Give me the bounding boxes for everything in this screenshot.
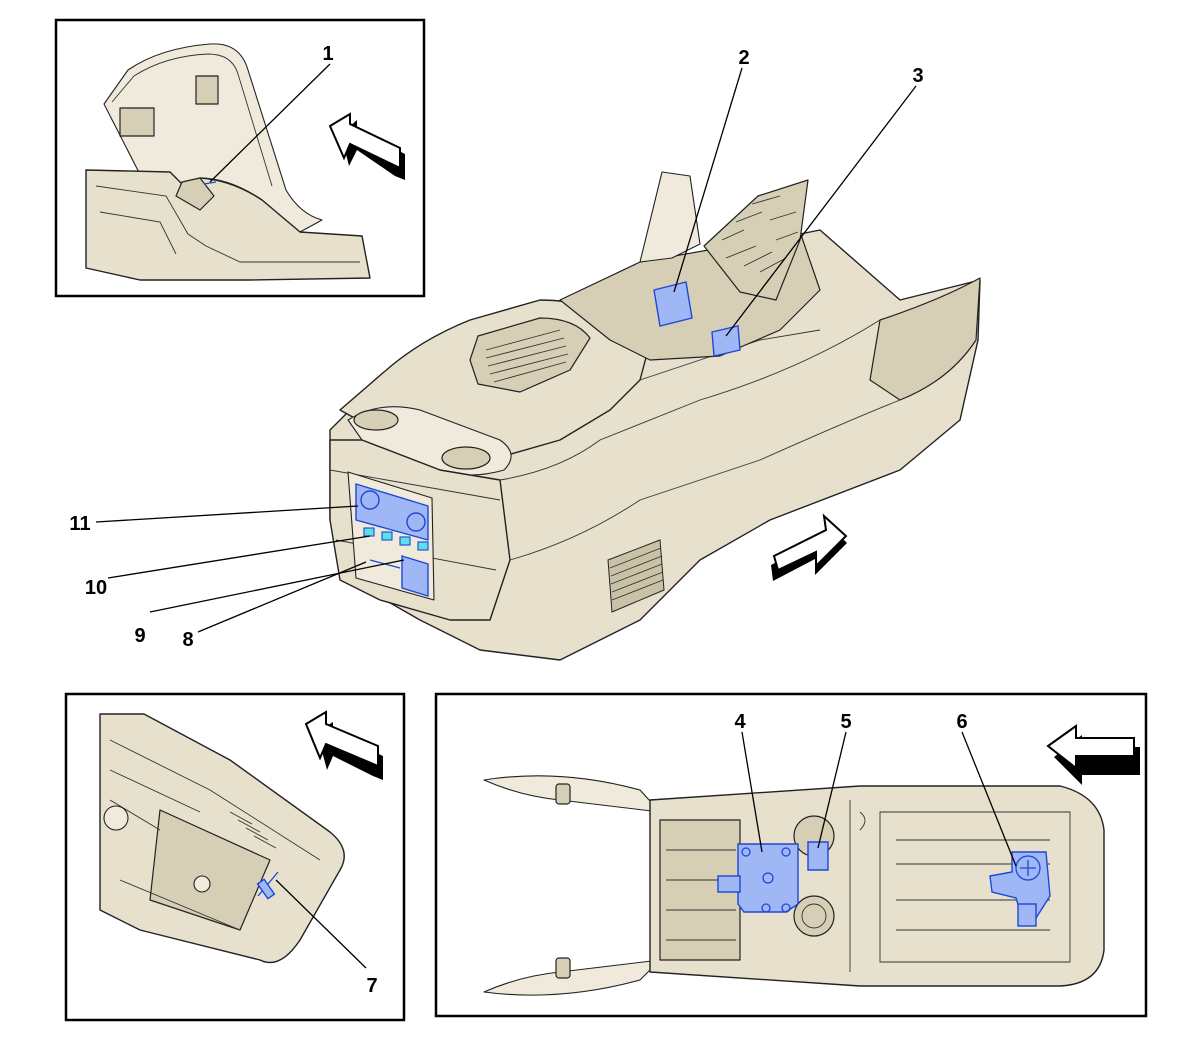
front-door-honeycomb [703, 179, 809, 301]
console-front-extension [869, 277, 981, 401]
callout-labels: 1 2 3 4 5 6 7 8 9 10 11 [69, 43, 967, 997]
part-5-sensor [807, 841, 829, 871]
view-direction-arrow-icon [304, 710, 383, 780]
callout-2: 2 [738, 47, 749, 69]
lid-latch [119, 107, 155, 137]
part-2-usb-hub [653, 281, 693, 327]
part-3-auxiliary-port [711, 325, 741, 357]
callout-7: 7 [366, 975, 377, 997]
callout-10: 10 [85, 577, 107, 599]
leader-lines [95, 63, 1017, 969]
part-4-blower-module [717, 843, 799, 913]
inset-rear-underside [64, 692, 406, 1022]
console-underside [649, 785, 1105, 987]
side-vent-grille [607, 539, 665, 613]
view-direction-arrow-icon [1046, 724, 1140, 785]
part-9-power-outlet [401, 555, 429, 597]
callout-9: 9 [134, 625, 145, 647]
callout-4: 4 [734, 711, 746, 733]
inset-armrest-lid [54, 18, 426, 298]
view-direction-arrow-icon [771, 513, 848, 581]
view-direction-arrow-icon [328, 112, 405, 180]
lid-hinge-clip [195, 75, 219, 105]
callout-11: 11 [69, 513, 90, 535]
callout-6: 6 [956, 711, 967, 733]
callout-3: 3 [912, 65, 923, 87]
part-1-highlight [203, 181, 217, 185]
front-door-left [639, 171, 701, 263]
front-wing-upper [483, 775, 661, 813]
front-wing-lower [483, 959, 661, 996]
main-console-overview [329, 171, 981, 661]
callout-1: 1 [322, 43, 333, 65]
callout-5: 5 [840, 711, 851, 733]
inset-bottom-view [434, 692, 1148, 1018]
part-10-usb-port [417, 541, 429, 551]
part-6-motor-actuator [989, 851, 1051, 927]
callout-8: 8 [182, 629, 193, 651]
